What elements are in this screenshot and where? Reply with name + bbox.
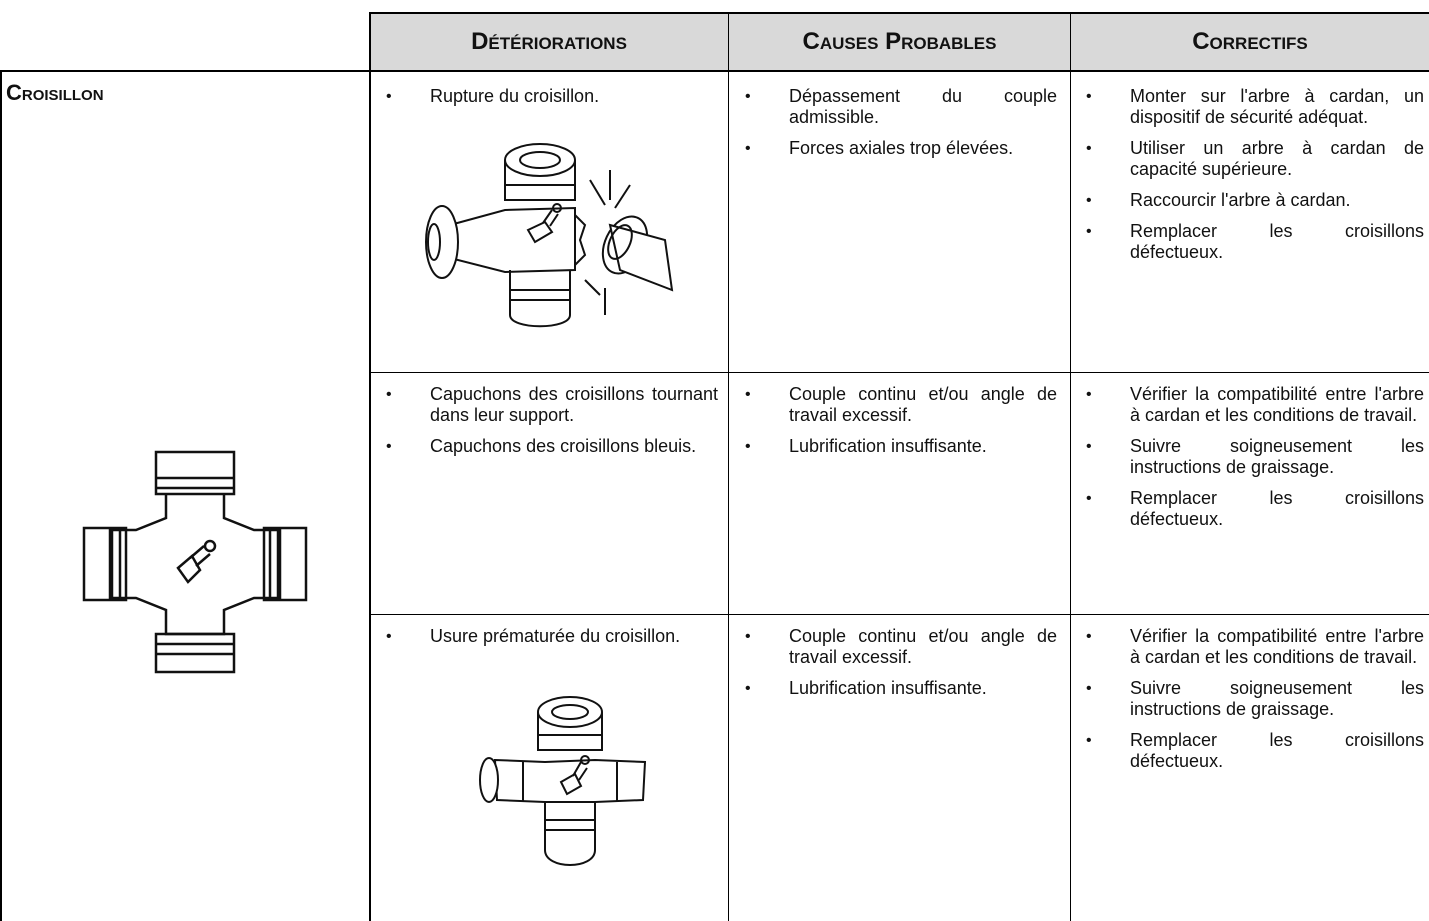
list-item: •Utiliser un arbre à cardan de capacité …: [1086, 138, 1424, 179]
list-item: •Dépassement du couple admissible.: [745, 86, 1057, 127]
table-border-top: [370, 12, 1429, 14]
list-item: •Lubrification insuffisante.: [745, 678, 987, 698]
row3-correctifs: •Vérifier la compatibilité entre l'arbre…: [1072, 626, 1424, 782]
table-row-divider: [370, 372, 1429, 373]
list-item: •Remplacer les croisillons défectueux.: [1086, 488, 1424, 529]
table-column-divider: [369, 12, 371, 921]
table-row-divider: [370, 614, 1429, 615]
row3-causes: •Couple continu et/ou angle de travail e…: [731, 626, 1057, 709]
list-item: •Rupture du croisillon.: [386, 86, 600, 106]
list-item: •Vérifier la compatibilité entre l'arbre…: [1086, 384, 1424, 425]
list-item: •Suivre soigneusement les instructions d…: [1086, 678, 1424, 719]
table-column-divider: [1070, 12, 1071, 921]
header-deteriorations: Détériorations: [471, 28, 627, 55]
list-item: •Capuchons des croisillons tournant dans…: [386, 384, 718, 425]
list-item: •Suivre soigneusement les instructions d…: [1086, 436, 1424, 477]
row1-correctifs: •Monter sur l'arbre à cardan, un disposi…: [1072, 86, 1424, 273]
broken-cross-icon: [425, 143, 674, 328]
worn-cross-icon: [479, 696, 647, 866]
header-causes: Causes Probables: [802, 28, 997, 55]
header-correctifs: Correctifs: [1192, 28, 1308, 55]
row1-deteriorations: •Rupture du croisillon.: [372, 86, 718, 117]
row2-causes: •Couple continu et/ou angle de travail e…: [731, 384, 1057, 467]
table-border-header-bottom: [0, 70, 1429, 72]
list-item: •Capuchons des croisillons bleuis.: [386, 436, 697, 456]
list-item: •Remplacer les croisillons défectueux.: [1086, 221, 1424, 262]
table-header-background: [370, 13, 1429, 71]
row2-correctifs: •Vérifier la compatibilité entre l'arbre…: [1072, 384, 1424, 540]
list-item: •Forces axiales trop élevées.: [745, 138, 1014, 158]
list-item: •Couple continu et/ou angle de travail e…: [745, 626, 1057, 667]
list-item: •Couple continu et/ou angle de travail e…: [745, 384, 1057, 425]
list-item: •Usure prématurée du croisillon.: [386, 626, 681, 646]
list-item: •Vérifier la compatibilité entre l'arbre…: [1086, 626, 1424, 667]
list-item: •Remplacer les croisillons défectueux.: [1086, 730, 1424, 771]
list-item: •Monter sur l'arbre à cardan, un disposi…: [1086, 86, 1424, 127]
row3-deteriorations: •Usure prématurée du croisillon.: [372, 626, 718, 657]
table-column-divider: [728, 12, 729, 921]
universal-joint-cross-icon: [82, 450, 308, 674]
list-item: •Raccourcir l'arbre à cardan.: [1086, 190, 1351, 210]
row2-deteriorations: •Capuchons des croisillons tournant dans…: [372, 384, 718, 467]
table-border-left: [0, 70, 2, 921]
row1-causes: •Dépassement du couple admissible. •Forc…: [731, 86, 1057, 169]
list-item: •Lubrification insuffisante.: [745, 436, 987, 456]
section-title: Croisillon: [6, 80, 104, 105]
